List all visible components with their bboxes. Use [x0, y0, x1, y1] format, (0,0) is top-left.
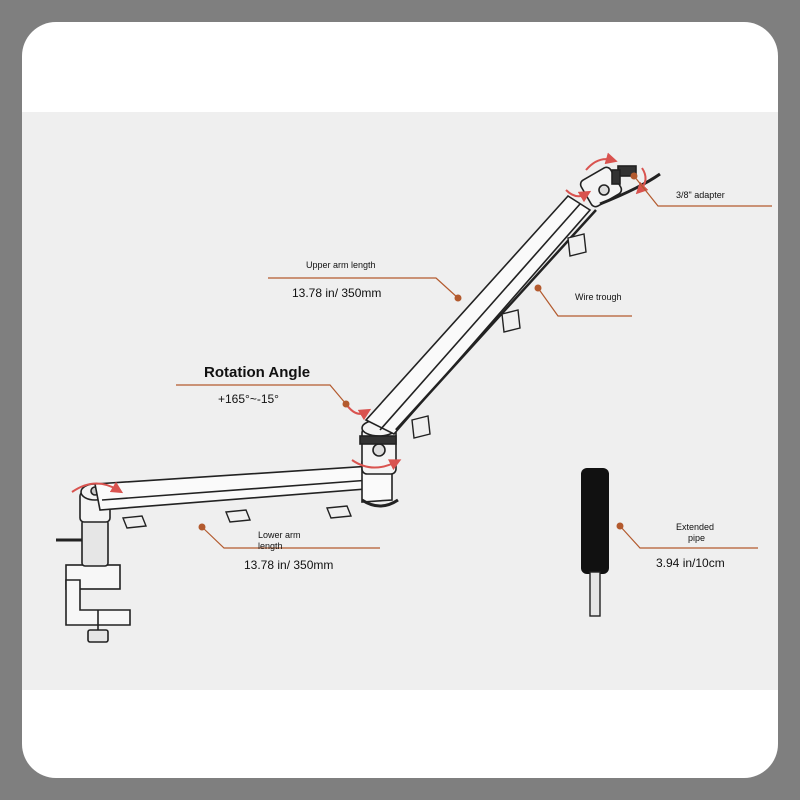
pipe-value: 3.94 in/10cm [656, 556, 725, 570]
upper-arm-value: 13.78 in/ 350mm [292, 286, 382, 300]
adapter-head [579, 165, 661, 208]
cable-clips-lower [122, 505, 352, 529]
leader-dots [198, 172, 638, 531]
cable-clips-upper [411, 233, 587, 439]
lower-arm-title-2: length [258, 541, 283, 551]
upper-arm [364, 194, 597, 435]
lower-arm [94, 459, 399, 511]
rotation-angle-value: +165°~-15° [218, 392, 279, 406]
lower-arm-title-1: Lower arm [258, 530, 301, 540]
upper-arm-title: Upper arm length [306, 260, 376, 270]
adapter-label: 3/8" adapter [676, 190, 725, 200]
pipe-title-2: pipe [688, 533, 706, 543]
lower-arm-value: 13.78 in/ 350mm [244, 558, 334, 572]
wire-trough-label: Wire trough [575, 292, 622, 302]
elbow-joint [359, 419, 397, 475]
leader-lines [176, 175, 772, 549]
desk-clamp [56, 519, 131, 643]
rotation-angle-title: Rotation Angle [204, 364, 311, 381]
pipe-title-1: Extended [676, 522, 715, 532]
extended-pipe [581, 468, 609, 617]
